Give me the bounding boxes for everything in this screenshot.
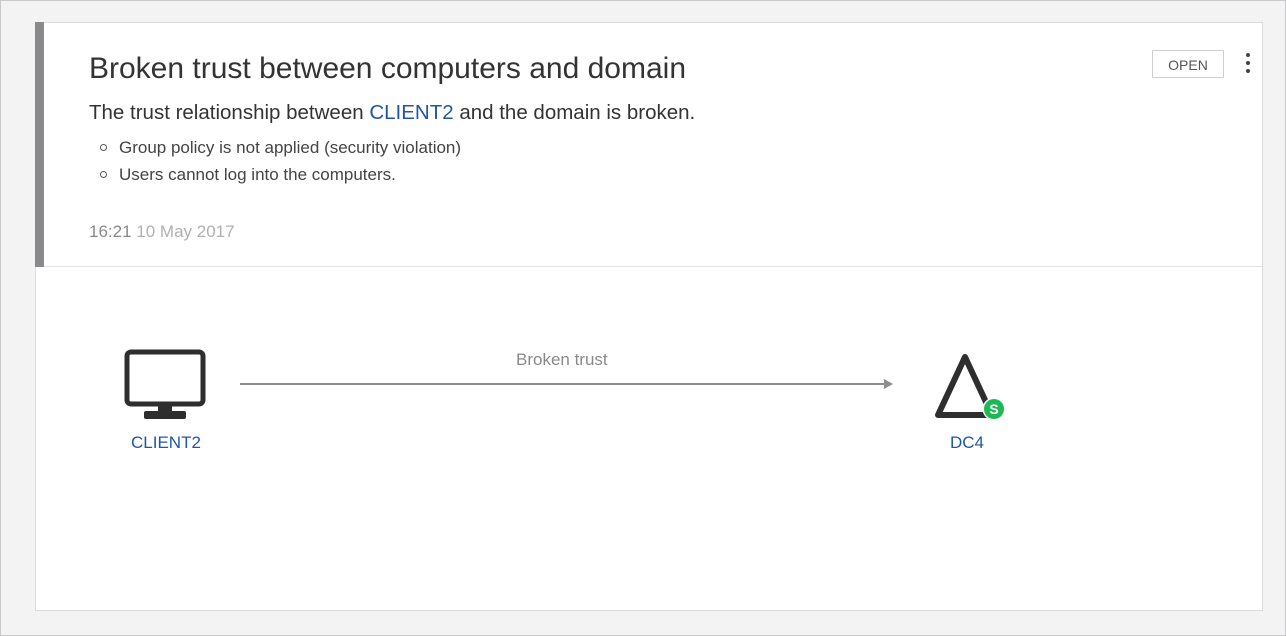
client2-node[interactable]: [124, 349, 206, 421]
client2-node-label[interactable]: CLIENT2: [131, 433, 201, 452]
evidence-diagram: CLIENT2 Broken trust DC4: [36, 267, 1264, 612]
sensor-badge-icon: S: [982, 397, 1006, 421]
status-open-button[interactable]: OPEN: [1152, 50, 1224, 78]
domain-controller-icon: [935, 354, 995, 418]
arrow-head-icon: [884, 379, 893, 389]
more-dot: [1246, 61, 1250, 65]
bullet-circle-icon: [100, 144, 107, 151]
client2-link[interactable]: CLIENT2: [369, 101, 454, 124]
description-suffix: and the domain is broken.: [453, 101, 696, 124]
more-dot: [1246, 69, 1250, 73]
trust-arrow-line: [240, 383, 885, 385]
list-item: Users cannot log into the computers.: [89, 161, 461, 188]
dc4-node-label[interactable]: DC4: [950, 433, 985, 452]
more-dot: [1246, 53, 1250, 57]
alert-time: 16:21: [89, 222, 132, 241]
more-options-icon[interactable]: [1238, 50, 1258, 78]
bullet-circle-icon: [100, 171, 107, 178]
impact-text: Users cannot log into the computers.: [119, 165, 396, 184]
monitor-icon: [124, 349, 206, 419]
impact-text: Group policy is not applied (security vi…: [119, 138, 462, 157]
description-prefix: The trust relationship between: [89, 101, 370, 124]
impact-list: Group policy is not applied (security vi…: [89, 134, 461, 188]
edge-label: Broken trust: [516, 350, 608, 369]
dc4-node[interactable]: [932, 349, 998, 421]
list-item: Group policy is not applied (security vi…: [89, 134, 461, 161]
alert-card: Broken trust between computers and domai…: [35, 22, 1264, 612]
status-accent-bar: [35, 22, 44, 267]
badge-letter: S: [989, 401, 998, 417]
alert-description: The trust relationship between CLIENT2 a…: [89, 99, 695, 127]
alert-title: Broken trust between computers and domai…: [89, 52, 686, 85]
alert-timestamp: 16:21 10 May 2017: [89, 220, 235, 244]
alert-date: 10 May 2017: [136, 222, 235, 241]
alert-header: Broken trust between computers and domai…: [35, 22, 1264, 267]
